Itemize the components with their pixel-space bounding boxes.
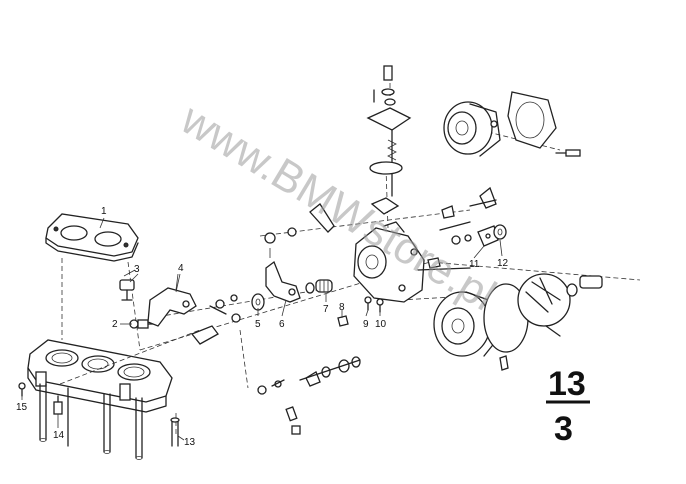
callout-5: 5 — [255, 319, 261, 330]
part-10-screw[interactable] — [376, 298, 384, 313]
carburettor-base-body[interactable] — [27, 339, 173, 460]
accelerator-pump-assembly[interactable] — [366, 65, 412, 215]
callout-labels: 1 2 3 4 5 6 7 8 9 10 11 12 13 14 15 — [16, 206, 509, 448]
group-number: 13 3 — [546, 365, 590, 448]
callout-1: 1 — [101, 206, 107, 217]
group-number-top: 13 — [548, 365, 586, 403]
callout-15: 15 — [16, 402, 28, 413]
callout-8: 8 — [339, 302, 345, 313]
part-8-screw[interactable] — [337, 315, 349, 327]
part-14-plug[interactable] — [53, 395, 63, 415]
part-6-throttle-lever[interactable] — [265, 248, 301, 303]
connecting-rods[interactable] — [417, 186, 497, 271]
float-bowl-cover[interactable] — [433, 273, 603, 357]
float-chamber-housing[interactable] — [353, 221, 425, 303]
group-number-bottom: 3 — [554, 410, 573, 448]
callout-14: 14 — [53, 430, 65, 441]
callout-6: 6 — [279, 319, 285, 330]
callout-9: 9 — [363, 319, 369, 330]
callout-12: 12 — [497, 258, 509, 269]
part-3-bolt[interactable] — [119, 269, 136, 301]
callout-10: 10 — [375, 319, 387, 330]
callout-11: 11 — [469, 259, 480, 270]
part-15-screw[interactable] — [18, 382, 26, 397]
part-11-bracket[interactable] — [477, 225, 499, 247]
part-9-screw[interactable] — [364, 296, 372, 311]
callout-7: 7 — [323, 304, 329, 315]
callout-4: 4 — [178, 263, 184, 274]
part-13-pin[interactable] — [170, 417, 180, 447]
lower-small-parts[interactable] — [299, 355, 509, 387]
part-7-spring[interactable] — [305, 279, 333, 294]
leader-lines — [21, 217, 503, 441]
choke-lever[interactable] — [264, 203, 335, 244]
callout-13: 13 — [184, 437, 196, 448]
part-4-lever-bracket[interactable] — [147, 273, 197, 327]
choke-cover-top[interactable] — [443, 91, 581, 157]
callout-2: 2 — [112, 319, 118, 330]
linkage-parts[interactable] — [190, 294, 301, 435]
part-5-washer[interactable] — [251, 293, 265, 311]
part-12-nut[interactable] — [493, 224, 507, 240]
callout-3: 3 — [134, 264, 140, 275]
part-1-flange-gasket[interactable] — [45, 213, 139, 262]
